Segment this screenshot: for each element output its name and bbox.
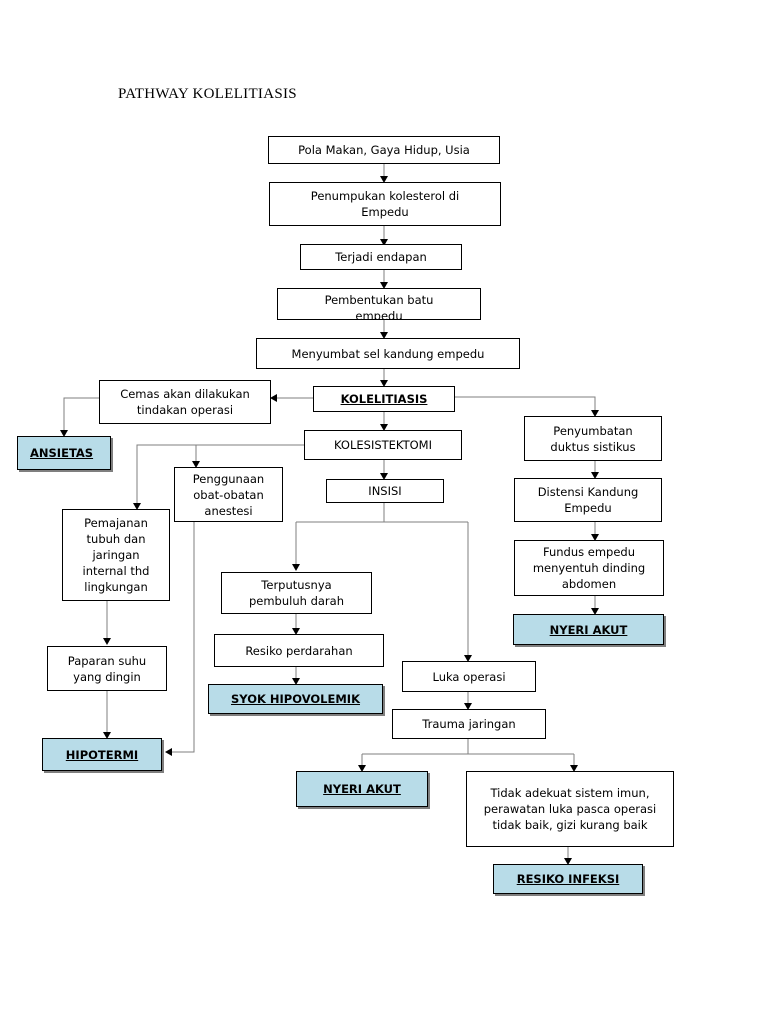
diagnosis-hipotermi: HIPOTERMI [42,738,162,771]
node-terjadi-endapan: Terjadi endapan [300,244,462,270]
node-cemas: Cemas akan dilakukan tindakan operasi [99,380,271,424]
diagnosis-ansietas: ANSIETAS [17,436,111,470]
arrow-kolesistektomi-pemajanan [133,444,304,510]
node-penggunaan-obat: Penggunaan obat-obatan anestesi [174,467,283,522]
node-fundus: Fundus empedu menyentuh dinding abdomen [514,540,664,596]
node-luka-operasi: Luka operasi [402,661,536,692]
diagnosis-nyeri-akut-center: NYERI AKUT [296,771,428,807]
node-pemajanan: Pemajanan tubuh dan jaringan internal th… [62,509,170,601]
node-tidak-adekuat: Tidak adekuat sistem imun, perawatan luk… [466,771,674,847]
arrow-kolelitiasis-penyumbatan [455,396,599,417]
diagnosis-nyeri-akut-right: NYERI AKUT [513,614,664,645]
node-distensi: Distensi Kandung Empedu [514,478,662,522]
node-kolelitiasis: KOLELITIASIS [313,386,455,412]
node-insisi: INSISI [326,479,444,503]
node-pola-makan: Pola Makan, Gaya Hidup, Usia [268,136,500,164]
node-trauma-jaringan: Trauma jaringan [392,709,546,739]
node-terputusnya: Terputusnya pembuluh darah [221,572,372,614]
node-penumpukan: Penumpukan kolesterol di Empedu [269,182,501,226]
node-kolesistektomi: KOLESISTEKTOMI [304,430,462,460]
diagnosis-resiko-infeksi: RESIKO INFEKSI [493,864,643,894]
arrow-cemas-ansietas [60,397,99,437]
page-title: PATHWAY KOLELITIASIS [118,86,297,102]
node-menyumbat: Menyumbat sel kandung empedu [256,338,520,369]
node-paparan-suhu: Paparan suhu yang dingin [47,646,167,691]
diagnosis-syok-hipovolemik: SYOK HIPOVOLEMIK [208,684,383,714]
arrow-penggunaan-hipotermi [165,522,195,756]
node-penyumbatan: Penyumbatan duktus sistikus [524,416,662,461]
node-resiko-perdarahan: Resiko perdarahan [214,634,384,667]
node-pembentukan-batu: Pembentukan batu empedu [277,288,481,320]
